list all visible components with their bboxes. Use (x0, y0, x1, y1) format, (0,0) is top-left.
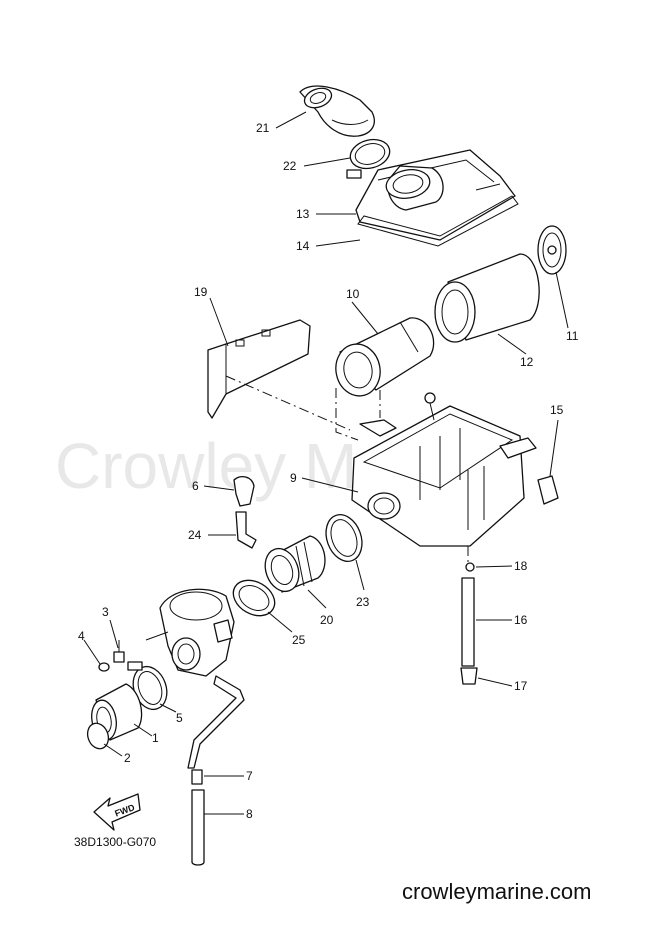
assembly-line-b (335, 388, 359, 441)
callout-15: 15 (550, 403, 564, 417)
part-25-clamp (232, 579, 276, 617)
part-22-clamp (346, 138, 391, 179)
callout-9: 9 (290, 471, 297, 485)
callout-17: 17 (514, 679, 528, 693)
part-9-airbox (351, 392, 537, 547)
callout-10: 10 (346, 287, 360, 301)
part-13-airbox-cover (355, 149, 516, 241)
callout-12: 12 (520, 355, 534, 369)
callout-24: 24 (188, 528, 202, 542)
part-16-drain-pipe (461, 577, 475, 667)
callout-4: 4 (78, 629, 85, 643)
callout-7: 7 (246, 769, 253, 783)
part-8-hose (191, 789, 205, 866)
callout-1: 1 (152, 731, 159, 745)
part-11-cap (537, 225, 567, 275)
part-3-bolt (113, 640, 125, 663)
fwd-arrow-icon: FWD (93, 793, 141, 831)
callout-25: 25 (292, 633, 306, 647)
part-7-fitting (191, 769, 203, 785)
carburetor (145, 588, 245, 769)
callout-8: 8 (246, 807, 253, 821)
footer-site: crowleymarine.com (402, 879, 592, 904)
callout-22: 22 (283, 159, 297, 173)
callout-6: 6 (192, 479, 199, 493)
callout-13: 13 (296, 207, 310, 221)
part-2-o-ring (86, 722, 110, 750)
callout-19: 19 (194, 285, 208, 299)
callout-14: 14 (296, 239, 310, 253)
part-18-clip (465, 562, 475, 572)
part-4-washer (98, 662, 110, 672)
drawing-code: 38D1300-G070 (74, 835, 156, 849)
part-24-hose (235, 511, 257, 549)
assembly-line-a (225, 375, 351, 431)
part-21-intake-duct (299, 85, 375, 137)
part-19-heat-shield (207, 319, 311, 419)
callout-16: 16 (514, 613, 528, 627)
part-12-outer-element (434, 253, 540, 343)
part-20-joint (264, 535, 326, 593)
callout-21: 21 (256, 121, 270, 135)
leader-lines (83, 111, 569, 815)
callout-labels: 21 22 13 14 19 10 11 12 9 15 6 24 23 20 … (78, 121, 579, 821)
part-10-inner-element (335, 317, 435, 397)
callout-2: 2 (124, 751, 131, 765)
part-17-plug (460, 667, 478, 685)
callout-18: 18 (514, 559, 528, 573)
callout-20: 20 (320, 613, 334, 627)
callout-23: 23 (356, 595, 370, 609)
callout-3: 3 (102, 605, 109, 619)
part-23-clamp (325, 514, 363, 562)
part-6-elbow (233, 475, 255, 507)
part-14-gasket (357, 195, 519, 247)
part-15-clip (537, 475, 559, 505)
callout-11: 11 (566, 329, 579, 343)
callout-5: 5 (176, 711, 183, 725)
